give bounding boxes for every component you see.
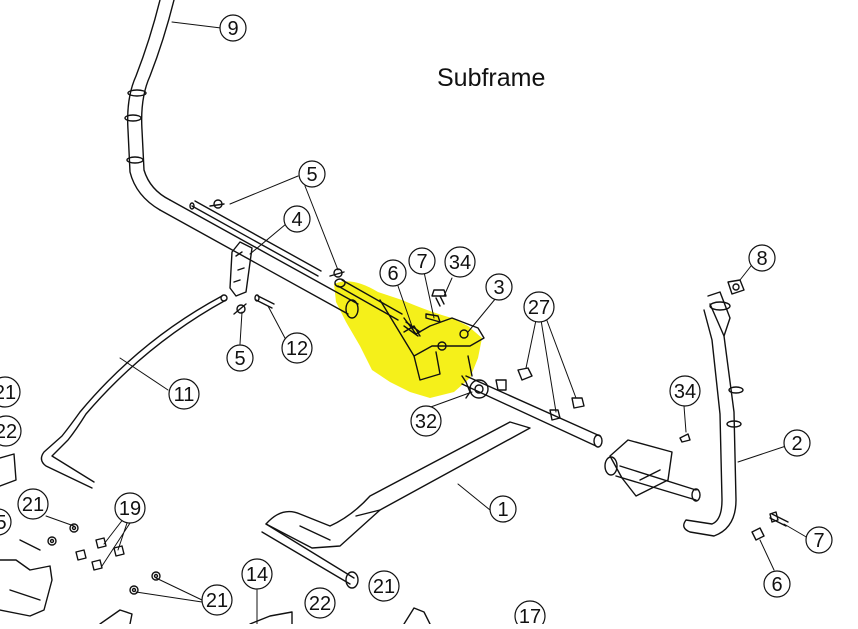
nut-21-c	[129, 585, 139, 595]
svg-text:14: 14	[246, 564, 268, 586]
bolt-7-top	[425, 313, 441, 323]
callout-21-lower: 21	[201, 584, 233, 616]
svg-text:6: 6	[771, 574, 782, 596]
callout-6-top: 6	[379, 259, 407, 287]
callout-21-right: 21	[368, 570, 400, 602]
nut-21-b	[69, 523, 79, 533]
svg-text:3: 3	[493, 277, 504, 299]
callout-6-right: 6	[763, 570, 791, 598]
nut-8	[727, 279, 745, 295]
highlight-area	[334, 281, 482, 398]
svg-text:12: 12	[286, 338, 308, 360]
svg-text:1: 1	[497, 499, 508, 521]
tube-bracket	[229, 241, 253, 297]
svg-text:6: 6	[387, 263, 398, 285]
svg-text:27: 27	[528, 297, 550, 319]
leader-lines	[45, 21, 809, 625]
bolt-7-right	[769, 511, 789, 527]
callout-21-left: 21	[0, 376, 21, 408]
bolt-6-right	[751, 527, 765, 541]
svg-text:7: 7	[416, 251, 427, 273]
svg-text:21: 21	[206, 590, 228, 612]
svg-text:21: 21	[0, 382, 16, 404]
svg-text:32: 32	[415, 411, 437, 433]
handle-tube-9	[124, 0, 175, 211]
svg-text:34: 34	[674, 381, 696, 403]
upper-tube	[159, 199, 359, 319]
callout-7-right: 7	[805, 526, 833, 554]
callout-2: 2	[783, 429, 811, 457]
nut-27-b	[549, 409, 561, 421]
callout-22-left: 22	[0, 415, 22, 447]
callout-4: 4	[283, 205, 311, 233]
diagram-title: Subframe	[437, 64, 546, 92]
bolt-6-top	[403, 321, 421, 337]
callout-3: 3	[485, 273, 513, 301]
nut-21-a	[47, 536, 57, 546]
pin-clip-5-top	[209, 199, 225, 209]
rod-4	[189, 200, 322, 277]
main-frame-1	[261, 421, 531, 589]
nut-27-d	[495, 379, 507, 391]
callout-5-bottom: 5	[226, 344, 254, 372]
svg-text:5: 5	[234, 348, 245, 370]
pin-clip-5-right	[329, 268, 345, 278]
handle-2	[683, 291, 744, 537]
callout-5-top: 5	[298, 160, 326, 188]
lower-plate	[99, 607, 431, 625]
callout-22-lower: 22	[304, 587, 336, 619]
callouts: 9 5 4 6 7 34 3 27 8 5 12 11 32 34 2 1 7 …	[0, 14, 833, 629]
nut-27-c	[571, 397, 585, 409]
bracket-assembly-3	[334, 278, 485, 381]
callout-21-mid: 21	[17, 488, 49, 520]
pin-12	[254, 294, 275, 309]
svg-text:9: 9	[227, 18, 238, 40]
svg-text:5: 5	[306, 164, 317, 186]
washer-32	[469, 379, 489, 399]
callout-19: 19	[114, 492, 146, 524]
callout-11: 11	[168, 378, 200, 410]
svg-text:17: 17	[519, 606, 541, 624]
svg-text:11: 11	[174, 384, 195, 406]
svg-text:7: 7	[813, 530, 824, 552]
nut-27-a	[517, 367, 533, 381]
callout-17: 17	[514, 600, 546, 629]
callout-9: 9	[219, 14, 247, 42]
rod-11	[40, 294, 228, 489]
callout-12: 12	[281, 332, 313, 364]
callout-8: 8	[748, 244, 776, 272]
nut-19-a	[75, 549, 87, 561]
svg-text:8: 8	[756, 248, 767, 270]
lower-left-bracket	[0, 453, 53, 617]
svg-text:5: 5	[0, 512, 7, 534]
callout-5-left: 5	[0, 508, 12, 536]
lower-cross-tube	[461, 375, 603, 448]
svg-text:4: 4	[291, 209, 302, 231]
callout-1: 1	[489, 495, 517, 523]
svg-text:22: 22	[309, 593, 331, 615]
callout-34-right: 34	[669, 375, 701, 407]
nut-21-d	[151, 571, 161, 581]
svg-text:21: 21	[22, 494, 44, 516]
callout-32: 32	[410, 405, 442, 437]
callout-14: 14	[241, 558, 273, 590]
pin-clip-5-bottom	[233, 303, 247, 315]
bolt-34-right	[679, 433, 691, 443]
callout-27: 27	[523, 291, 555, 323]
nut-19-b	[95, 537, 107, 549]
callout-34-top: 34	[444, 246, 476, 278]
callout-7-top: 7	[408, 247, 436, 275]
svg-text:34: 34	[449, 252, 471, 274]
nut-19-c	[91, 559, 103, 571]
bolt-34-top	[431, 289, 447, 307]
svg-text:19: 19	[119, 498, 141, 520]
svg-text:22: 22	[0, 421, 17, 443]
svg-text:21: 21	[373, 576, 395, 598]
right-bracket	[604, 439, 701, 502]
svg-text:2: 2	[791, 433, 802, 455]
